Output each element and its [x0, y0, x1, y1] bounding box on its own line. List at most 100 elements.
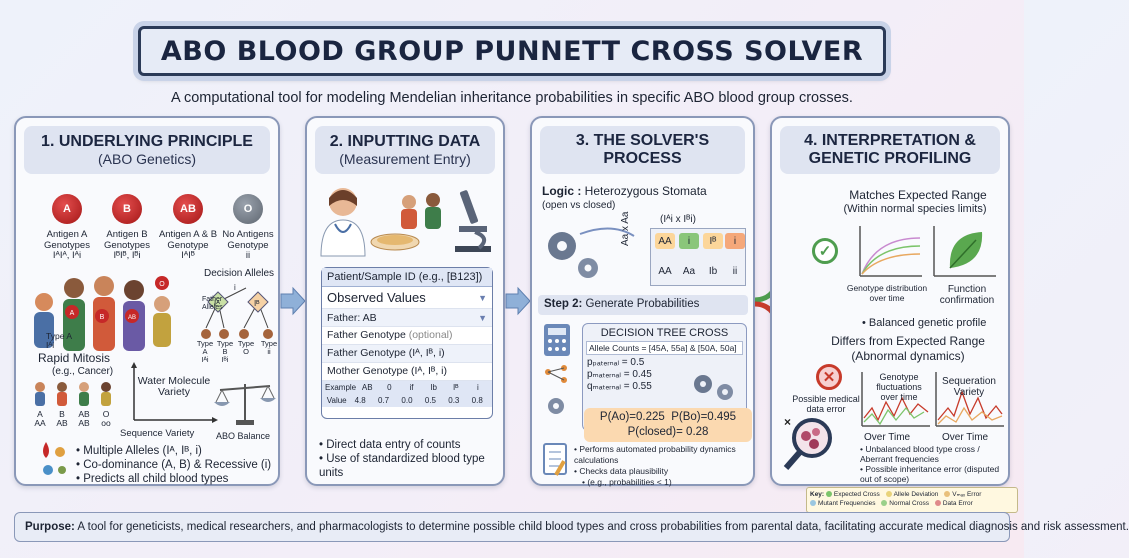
purpose-label: Purpose:	[25, 521, 75, 533]
bullet-item: Balanced genetic profile	[862, 316, 986, 330]
step2-bar: Step 2: Generate Probabilities	[538, 295, 748, 315]
rapid-mitosis-example: (e.g., Cancer)	[52, 366, 114, 377]
example-col: if	[409, 383, 414, 392]
cell-letter: AB	[180, 203, 196, 215]
chevron-down-icon: ▼	[478, 312, 487, 323]
bullet-item: Direct data entry of counts	[319, 438, 503, 452]
key-item-label: Normal Cross	[889, 500, 929, 507]
svg-text:O: O	[159, 281, 165, 288]
punnett-cell: ii	[732, 265, 738, 277]
gears-icon	[548, 227, 635, 278]
panel3-heading-line2: PROCESS	[603, 150, 682, 167]
example-label: Example	[325, 383, 357, 392]
sequence-variety-chart	[131, 362, 218, 423]
example-col: Iᴮ	[452, 383, 459, 392]
check-icon: ✓	[812, 238, 838, 264]
type-label-1: Type A Iᴬi	[196, 339, 214, 364]
example-header-row: Example AB 0 if Ib Iᴮ i	[322, 381, 492, 394]
cell-letter: O	[243, 203, 253, 215]
page-subtitle: A computational tool for modeling Mendel…	[171, 90, 853, 106]
leaf-icon	[933, 226, 996, 277]
key-dot	[881, 500, 888, 507]
child-label-4: O oo	[101, 409, 111, 428]
key-item-label: Expected Cross	[833, 491, 880, 498]
child-label-2: B AB	[56, 409, 68, 428]
example-val: 0.3	[448, 396, 460, 405]
panel1-heading: 1. UNDERLYING PRINCIPLE	[41, 132, 253, 150]
observed-values-select[interactable]: Observed Values ▼	[322, 287, 492, 309]
punnett-cell: AA	[658, 265, 672, 277]
arrow-right-icon	[505, 286, 531, 316]
lab-illustration	[320, 188, 491, 257]
key-item-label: Vₘₐₓ Error	[952, 491, 982, 498]
cell-letter: A	[63, 203, 71, 215]
key-dot	[944, 491, 951, 498]
children-illustration	[35, 382, 111, 406]
rapid-mitosis-label: Rapid Mitosis	[38, 351, 111, 365]
example-value-row: Value 4.8 0.7 0.0 0.5 0.3 0.8	[322, 394, 492, 407]
genotype-fluctuation-chart	[861, 372, 930, 427]
example-col: Ib	[430, 383, 437, 392]
panel4-bullets: Unbalanced blood type cross / Aberrant f…	[860, 444, 1008, 484]
antigen-a-label: Antigen A Genotypes IᴬIᴬ, Iᴬi	[44, 229, 90, 261]
father-genotype-field[interactable]: Father Genotype (Iᴬ, Iᴮ, i)	[322, 345, 492, 363]
type-label-2: Type B Iᴮi	[216, 339, 234, 364]
mother-genotype-field[interactable]: Mother Genotype (Iᴬ, Iᴮ, i)	[322, 363, 492, 381]
panel3-header: 3. THE SOLVER'S PROCESS	[540, 126, 745, 174]
example-val: 0.8	[471, 396, 483, 405]
panel1-header: 1. UNDERLYING PRINCIPLE (ABO Genetics)	[24, 126, 270, 174]
father-select[interactable]: Father: AB ▼	[322, 309, 492, 327]
allele-b-label: Iᴮ	[254, 299, 260, 308]
example-val: 0.7	[377, 396, 390, 405]
key-dot	[885, 491, 892, 498]
possible-error-label: Possible medical data error	[792, 394, 860, 414]
punnett-cell: Iᴮ	[703, 233, 723, 249]
antigen-b-cell-icon: B	[112, 194, 142, 224]
function-confirmation-label: Function confirmation	[939, 284, 995, 306]
panel-solver-process: 3. THE SOLVER'S PROCESS Logic : Heterozy…	[530, 116, 755, 487]
logic-text: Heterozygous Stomata	[584, 184, 707, 198]
purpose-text: A tool for geneticists, medical research…	[77, 521, 1129, 533]
allele-counts: Allele Counts = [45A, 55a] & [50A, 50a]	[586, 341, 743, 355]
field-label: Father Genotype	[327, 329, 406, 341]
father-genotype-optional-field[interactable]: Father Genotype (optional)	[322, 327, 492, 345]
genotype-fluctuation-label: Genotype fluctuations over time	[876, 372, 922, 402]
logic-label: Logic :	[542, 184, 582, 198]
p-maternal: pₘₐₜₑᵣₙₐₗ = 0.45	[587, 369, 652, 380]
page-title: ABO BLOOD GROUP PUNNETT CROSS SOLVER	[160, 35, 864, 67]
punnett-cell: AA	[655, 233, 675, 249]
panel4-heading: 4. INTERPRETATION &	[804, 132, 976, 149]
punnett-cell: i	[679, 233, 699, 249]
panel2-header: 2. INPUTTING DATA (Measurement Entry)	[315, 126, 495, 174]
panel3-heading: 3. THE SOLVER'S	[575, 132, 710, 149]
sequeration-variety-label: Sequeration Variety	[942, 376, 996, 398]
droplet-icons	[43, 442, 66, 475]
key-item: Vₘₐₓ Error	[944, 490, 981, 499]
abo-balance-label: ABO Balance	[216, 431, 271, 441]
q-maternal: qₘₐₜₑᵣₙₐₗ = 0.55	[587, 381, 652, 392]
step2-text: Generate Probabilities	[585, 298, 700, 310]
key-item-label: Data Error	[942, 500, 973, 507]
key-item: Normal Cross	[881, 499, 929, 508]
balance-scale-icon	[214, 384, 276, 425]
genotype-distribution-chart	[859, 226, 922, 277]
balanced-bullet: Balanced genetic profile	[862, 316, 986, 330]
family-illustration: A B AB O	[34, 276, 171, 351]
cell-letter: B	[123, 203, 131, 215]
panel-inputting-data: 2. INPUTTING DATA (Measurement Entry) Pa…	[305, 116, 505, 486]
differ-subtitle: (Abnormal dynamics)	[851, 349, 965, 363]
decision-tree-title: DECISION TREE CROSS	[600, 327, 729, 339]
panel1-bullets: Multiple Alleles (Iᴬ, Iᴮ, i) Co-dominanc…	[76, 444, 271, 486]
punnett-cell: Ib	[708, 265, 718, 277]
panel2-bullets: Direct data entry of counts Use of stand…	[319, 438, 503, 480]
key-item: Allele Deviation	[885, 490, 939, 499]
example-val: 0.5	[424, 396, 436, 405]
panel-interpretation: 4. INTERPRETATION & GENETIC PROFILING Ma…	[770, 116, 1010, 486]
sample-id-field[interactable]: Patient/Sample ID (e.g., [B123])	[322, 268, 492, 287]
magnifier-icon: ×	[783, 415, 832, 470]
probability-results: P(Ao)=0.225 P(Bo)=0.495 P(closed)= 0.28	[584, 408, 752, 442]
p-closed: P(closed)= 0.28	[627, 426, 709, 438]
key-item-label: Allele Deviation	[893, 491, 939, 498]
over-time-label-2: Over Time	[942, 432, 989, 443]
key-item: Expected Cross	[825, 490, 880, 499]
